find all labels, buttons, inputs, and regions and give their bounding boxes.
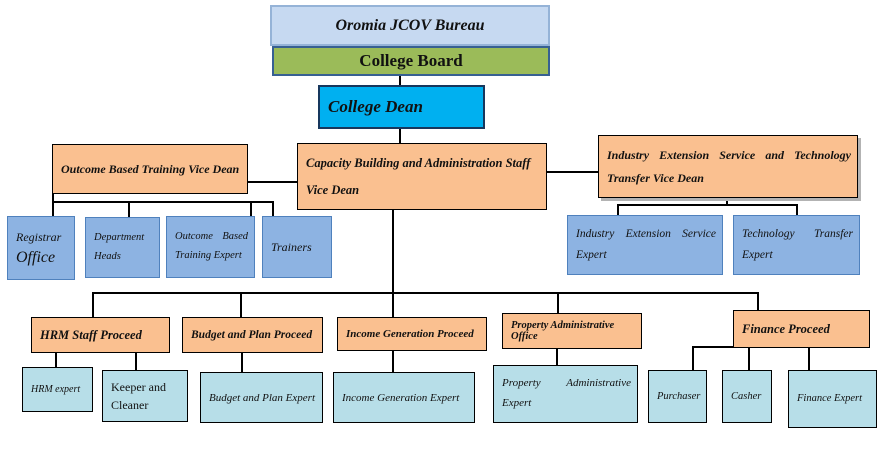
connector-capacity-proceeds-stem <box>392 210 394 293</box>
node-label: Keeper and Cleaner <box>111 380 166 412</box>
node-label: Industry Extension Service and Technolog… <box>607 147 851 185</box>
node-income-generation-proceed: Income Generation Proceed <box>337 317 487 351</box>
connector-drop-outcome-expert <box>250 201 252 216</box>
node-oromia-jcov-bureau: Oromia JCOV Bureau <box>270 5 550 46</box>
connector-industry-children-stem <box>726 197 728 205</box>
node-label: HRM Staff Proceed <box>40 327 142 342</box>
node-purchaser: Purchaser <box>648 370 707 423</box>
connector-drop-finance-expert <box>808 347 810 370</box>
node-label: Income Generation Expert <box>342 391 460 404</box>
node-income-generation-expert: Income Generation Expert <box>333 372 475 423</box>
connector-drop-keeper-cleaner <box>135 352 137 370</box>
connector-finance-children-bus <box>692 346 735 348</box>
node-label: Oromia JCOV Bureau <box>335 16 485 34</box>
node-label: Purchaser <box>657 391 701 402</box>
connector-drop-purchaser <box>692 346 694 370</box>
connector-drop-budget-expert <box>241 352 243 372</box>
node-label: Budget and Plan Expert <box>209 391 316 404</box>
node-label: Department Heads <box>94 231 145 262</box>
node-finance-expert: Finance Expert <box>788 370 877 428</box>
node-label: Capacity Building and Administration Sta… <box>306 155 531 197</box>
node-outcome-based-training-vice-dean: Outcome Based Training Vice Dean <box>52 144 248 194</box>
node-label: Property Administrative Office <box>511 320 615 342</box>
connector-capacity-industry <box>547 171 598 173</box>
node-hrm-expert: HRM expert <box>22 367 93 412</box>
node-college-dean: College Dean <box>318 85 485 129</box>
node-label: Finance Expert <box>797 393 863 405</box>
node-label: Outcome Based Training Vice Dean <box>61 161 240 176</box>
node-industry-extension-vice-dean: Industry Extension Service and Technolog… <box>598 135 858 198</box>
connector-drop-hrm-proceed <box>92 292 94 317</box>
connector-drop-finance-proceed <box>757 292 759 310</box>
node-label: Casher <box>731 391 762 402</box>
node-capacity-building-vice-dean: Capacity Building and Administration Sta… <box>297 143 547 210</box>
node-label: Technology Transfer Expert <box>742 228 853 261</box>
node-label-line1: Registrar <box>16 229 62 244</box>
node-label: Trainers <box>271 239 312 254</box>
connector-outcome-children-bus <box>52 201 274 203</box>
connector-drop-registrar <box>52 194 54 216</box>
node-registrar-office: Registrar Office <box>7 216 75 280</box>
connector-drop-casher <box>748 347 750 370</box>
connector-drop-hrm-expert <box>55 352 57 367</box>
connector-drop-income-expert <box>392 350 394 372</box>
node-keeper-and-cleaner: Keeper and Cleaner <box>102 370 188 422</box>
node-label: College Board <box>359 51 463 70</box>
node-label: Finance Proceed <box>742 321 830 336</box>
node-outcome-based-training-expert: Outcome Based Training Expert <box>166 216 255 278</box>
connector-drop-industry-expert <box>617 204 619 215</box>
connector-drop-property-expert <box>556 348 558 365</box>
node-budget-and-plan-expert: Budget and Plan Expert <box>200 372 323 423</box>
connector-drop-department-heads <box>128 201 130 217</box>
connector-dean-capacity <box>399 129 401 143</box>
node-trainers: Trainers <box>262 216 332 278</box>
node-label: Outcome Based Training Expert <box>175 231 248 261</box>
connector-drop-income-proceed <box>392 292 394 317</box>
node-casher: Casher <box>722 370 772 423</box>
node-property-administrative-office: Property Administrative Office <box>502 313 642 349</box>
node-label: Income Generation Proceed <box>346 328 474 340</box>
node-label: Industry Extension Service Expert <box>576 228 716 261</box>
node-label: HRM expert <box>31 384 81 395</box>
node-label-line2: Office <box>16 248 56 266</box>
node-hrm-staff-proceed: HRM Staff Proceed <box>31 317 170 353</box>
node-label: Property Administrative Expert <box>502 377 631 409</box>
connector-outcome-capacity <box>248 181 297 183</box>
connector-drop-budget-proceed <box>240 292 242 317</box>
connector-drop-trainers <box>272 201 274 216</box>
node-industry-extension-service-expert: Industry Extension Service Expert <box>567 215 723 275</box>
connector-drop-property-office <box>557 292 559 313</box>
node-label: College Dean <box>328 97 423 116</box>
connector-drop-technology-expert <box>796 204 798 215</box>
node-property-administrative-expert: Property Administrative Expert <box>493 365 638 423</box>
connector-industry-children-bus <box>617 204 798 206</box>
node-technology-transfer-expert: Technology Transfer Expert <box>733 215 860 275</box>
connector-proceeds-bus <box>92 292 758 294</box>
node-label: Budget and Plan Proceed <box>191 329 313 341</box>
node-college-board: College Board <box>272 46 550 76</box>
node-finance-proceed: Finance Proceed <box>733 310 870 348</box>
node-budget-and-plan-proceed: Budget and Plan Proceed <box>182 317 323 353</box>
node-department-heads: Department Heads <box>85 217 160 278</box>
connector-board-dean <box>399 76 401 85</box>
